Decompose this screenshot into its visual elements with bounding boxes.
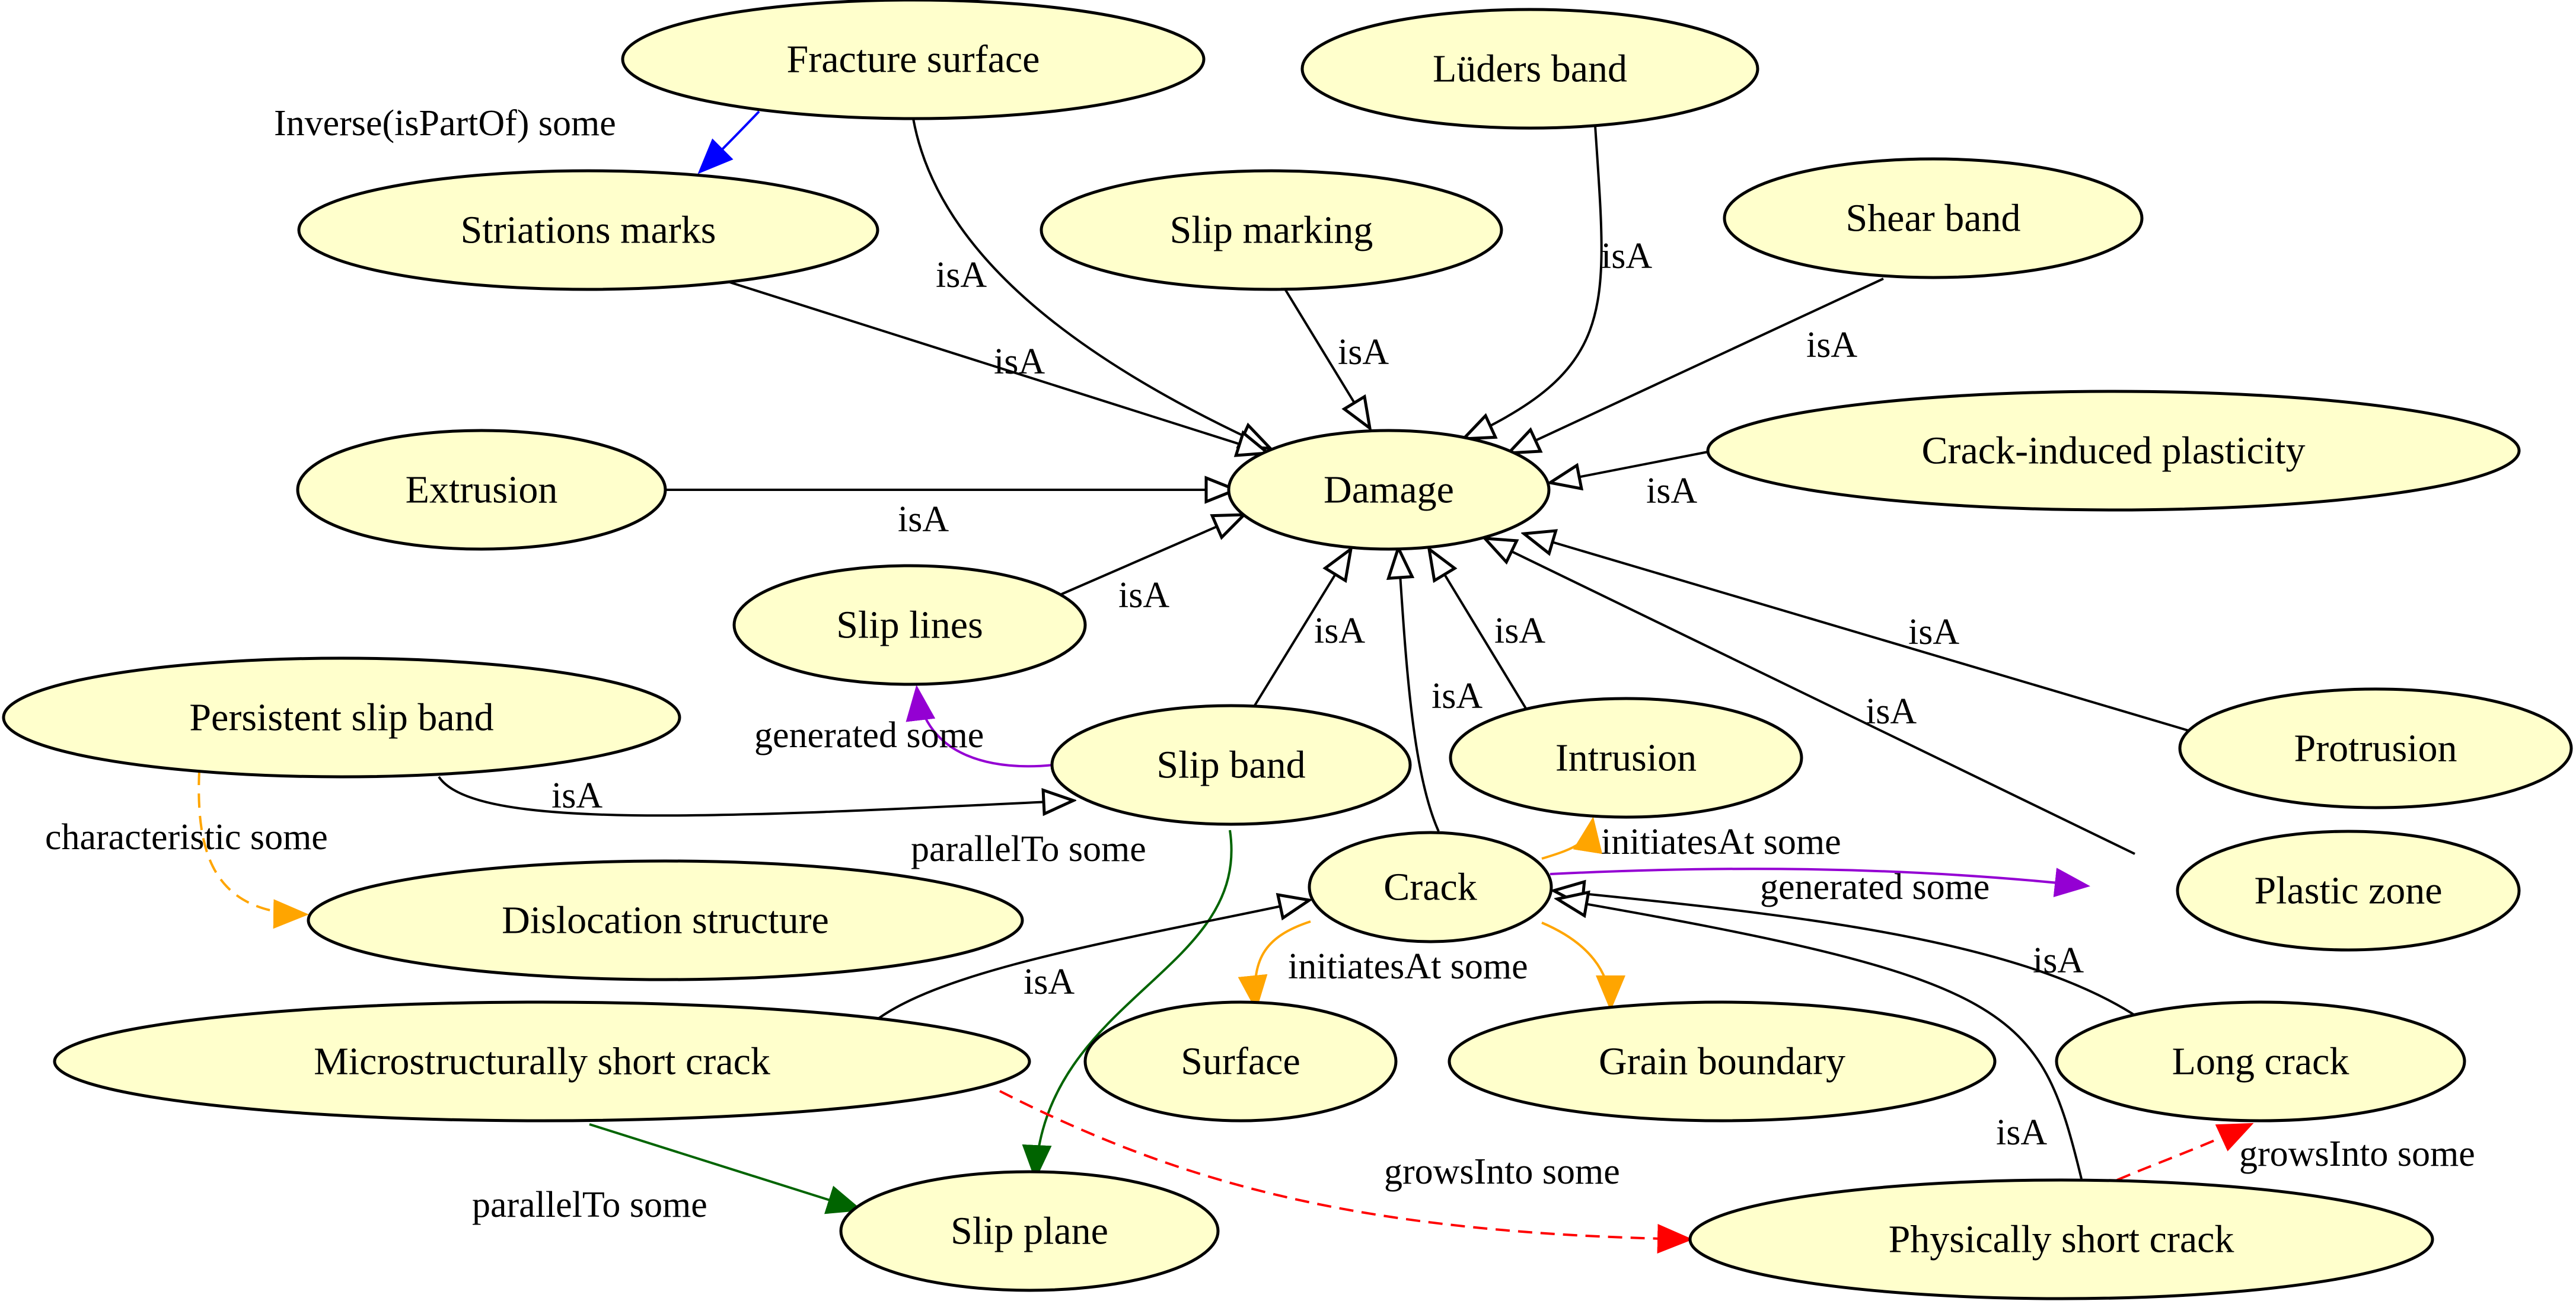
edge-protrusion-isa-damage [1524, 534, 2197, 734]
node-persistent-slip-band[interactable]: Persistent slip band [2, 656, 681, 779]
edge-fracture-surface-part-striations [697, 110, 760, 174]
edge-label-generated-some: generated some [1760, 867, 1990, 907]
node-physically-short-crack[interactable]: Physically short crack [1688, 1178, 2434, 1300]
node-luders-band[interactable]: Lüders band [1300, 8, 1759, 130]
svg-text:Protrusion: Protrusion [2294, 727, 2457, 770]
edge-striations-isa-damage [722, 279, 1268, 453]
node-slip-plane[interactable]: Slip plane [839, 1170, 1220, 1292]
svg-text:Shear band: Shear band [1845, 197, 2020, 240]
edge-label-initiates-at-some: initiatesAt some [1601, 822, 1841, 862]
edge-label-isa: isA [551, 776, 602, 816]
edge-slip-lines-isa-damage [1061, 515, 1244, 595]
node-shear-band[interactable]: Shear band [1723, 157, 2144, 279]
edge-label-isa: isA [2033, 940, 2084, 981]
edge-physically-short-grows-long-crack [2116, 1123, 2254, 1181]
edge-intrusion-isa-damage [1429, 549, 1531, 716]
node-intrusion[interactable]: Intrusion [1449, 697, 1803, 819]
node-plastic-zone[interactable]: Plastic zone [2176, 830, 2521, 952]
svg-text:Crack: Crack [1383, 866, 1477, 909]
edge-label-isa: isA [1646, 471, 1697, 511]
node-microstructurally-short-crack[interactable]: Microstructurally short crack [53, 1000, 1031, 1123]
edge-shear-band-isa-damage [1509, 278, 1884, 453]
edge-label-inverse-is-part-of: Inverse(isPartOf) some [274, 103, 616, 144]
svg-text:Lüders band: Lüders band [1433, 47, 1627, 91]
svg-text:Grain boundary: Grain boundary [1599, 1040, 1845, 1083]
edge-label-isa: isA [994, 342, 1045, 382]
edge-slip-marking-isa-damage [1283, 287, 1370, 428]
node-fracture-surface[interactable]: Fracture surface [621, 0, 1206, 120]
edge-label-isa: isA [936, 255, 987, 295]
node-surface[interactable]: Surface [1083, 1000, 1398, 1123]
svg-text:Slip lines: Slip lines [836, 604, 983, 647]
svg-text:Long crack: Long crack [2172, 1040, 2349, 1083]
edge-micro-short-crack-parallel-slip-plane [589, 1123, 863, 1214]
svg-text:Microstructurally short crack: Microstructurally short crack [314, 1040, 770, 1083]
edge-label-grows-into-some: growsInto some [2239, 1134, 2475, 1174]
edge-micro-short-crack-isa-crack [875, 900, 1309, 1021]
edge-crack-initiates-surface [1238, 920, 1311, 1011]
edge-label-parallel-to-some: parallelTo some [911, 829, 1146, 869]
node-crack-induced-plasticity[interactable]: Crack-induced plasticity [1706, 390, 2521, 512]
node-striations-marks[interactable]: Striations marks [297, 169, 879, 291]
edge-crack-initiates-grain-boundary [1541, 921, 1625, 1011]
svg-text:Physically short crack: Physically short crack [1889, 1218, 2234, 1261]
edge-label-isa: isA [1024, 962, 1075, 1002]
svg-text:Persistent slip band: Persistent slip band [189, 696, 493, 739]
svg-text:Surface: Surface [1181, 1040, 1300, 1083]
edge-label-characteristic-some: characteristic some [45, 817, 328, 857]
node-dislocation-structure[interactable]: Dislocation structure [307, 859, 1024, 981]
svg-text:Plastic zone: Plastic zone [2254, 869, 2442, 913]
edge-label-initiates-at-some: initiatesAt some [1288, 946, 1528, 987]
svg-text:Intrusion: Intrusion [1555, 736, 1697, 780]
svg-text:Slip marking: Slip marking [1170, 209, 1373, 252]
svg-text:Striations marks: Striations marks [461, 209, 716, 252]
edge-slip-band-parallel-slip-plane [1022, 830, 1233, 1181]
svg-text:Extrusion: Extrusion [406, 468, 558, 512]
node-grain-boundary[interactable]: Grain boundary [1448, 1000, 1997, 1123]
edge-slip-band-generated-slip-lines [906, 685, 1054, 768]
edge-crack-induced-plasticity-isa-damage [1550, 451, 1708, 483]
svg-text:Crack-induced plasticity: Crack-induced plasticity [1922, 429, 2306, 473]
edge-label-isa: isA [1338, 332, 1389, 372]
edge-micro-short-crack-grows-physically [999, 1090, 1693, 1254]
edge-label-isa: isA [898, 499, 949, 540]
node-extrusion[interactable]: Extrusion [296, 429, 667, 551]
svg-text:Slip band: Slip band [1156, 744, 1305, 787]
node-protrusion[interactable]: Protrusion [2178, 687, 2573, 809]
edge-label-isa: isA [1494, 611, 1545, 651]
node-long-crack[interactable]: Long crack [2055, 1000, 2466, 1123]
edge-label-isa: isA [1908, 612, 1959, 652]
edge-luders-band-isa-damage [1464, 125, 1603, 439]
svg-text:Slip plane: Slip plane [951, 1210, 1108, 1253]
edge-long-crack-isa-crack [1554, 891, 2140, 1019]
svg-text:Damage: Damage [1324, 468, 1454, 512]
edge-label-isa: isA [1432, 676, 1483, 716]
edge-label-grows-into-some: growsInto some [1384, 1152, 1620, 1192]
edge-slip-band-isa-damage [1251, 549, 1351, 710]
node-slip-band[interactable]: Slip band [1050, 704, 1412, 826]
edge-label-isa: isA [1996, 1112, 2047, 1153]
edge-label-isa: isA [1118, 575, 1169, 616]
svg-text:Fracture surface: Fracture surface [787, 38, 1040, 81]
node-crack[interactable]: Crack [1308, 831, 1553, 943]
edge-label-isa: isA [1314, 611, 1365, 651]
edge-label-generated-some: generated some [754, 715, 984, 755]
edge-crack-initiates-intrusion [1541, 817, 1603, 860]
edge-crack-generated-plastic-zone [1550, 868, 2090, 898]
edge-crack-isa-damage [1398, 548, 1440, 832]
edge-plastic-zone-isa-damage [1485, 538, 2135, 855]
edge-label-parallel-to-some: parallelTo some [472, 1185, 707, 1225]
svg-text:Dislocation structure: Dislocation structure [502, 899, 829, 942]
edge-persistent-slip-band-isa-slip-band [438, 776, 1073, 817]
edge-label-isa: isA [1601, 236, 1652, 276]
edge-physically-short-crack-isa-crack [1557, 899, 2083, 1179]
node-damage[interactable]: Damage [1227, 429, 1551, 551]
edge-fracture-surface-isa-damage [912, 118, 1270, 448]
node-slip-marking[interactable]: Slip marking [1040, 169, 1503, 291]
edge-label-isa: isA [1866, 691, 1917, 732]
edge-persistent-slip-band-characteristic-dislocation [197, 770, 309, 929]
node-slip-lines[interactable]: Slip lines [732, 564, 1087, 686]
edge-label-isa: isA [1806, 325, 1857, 365]
